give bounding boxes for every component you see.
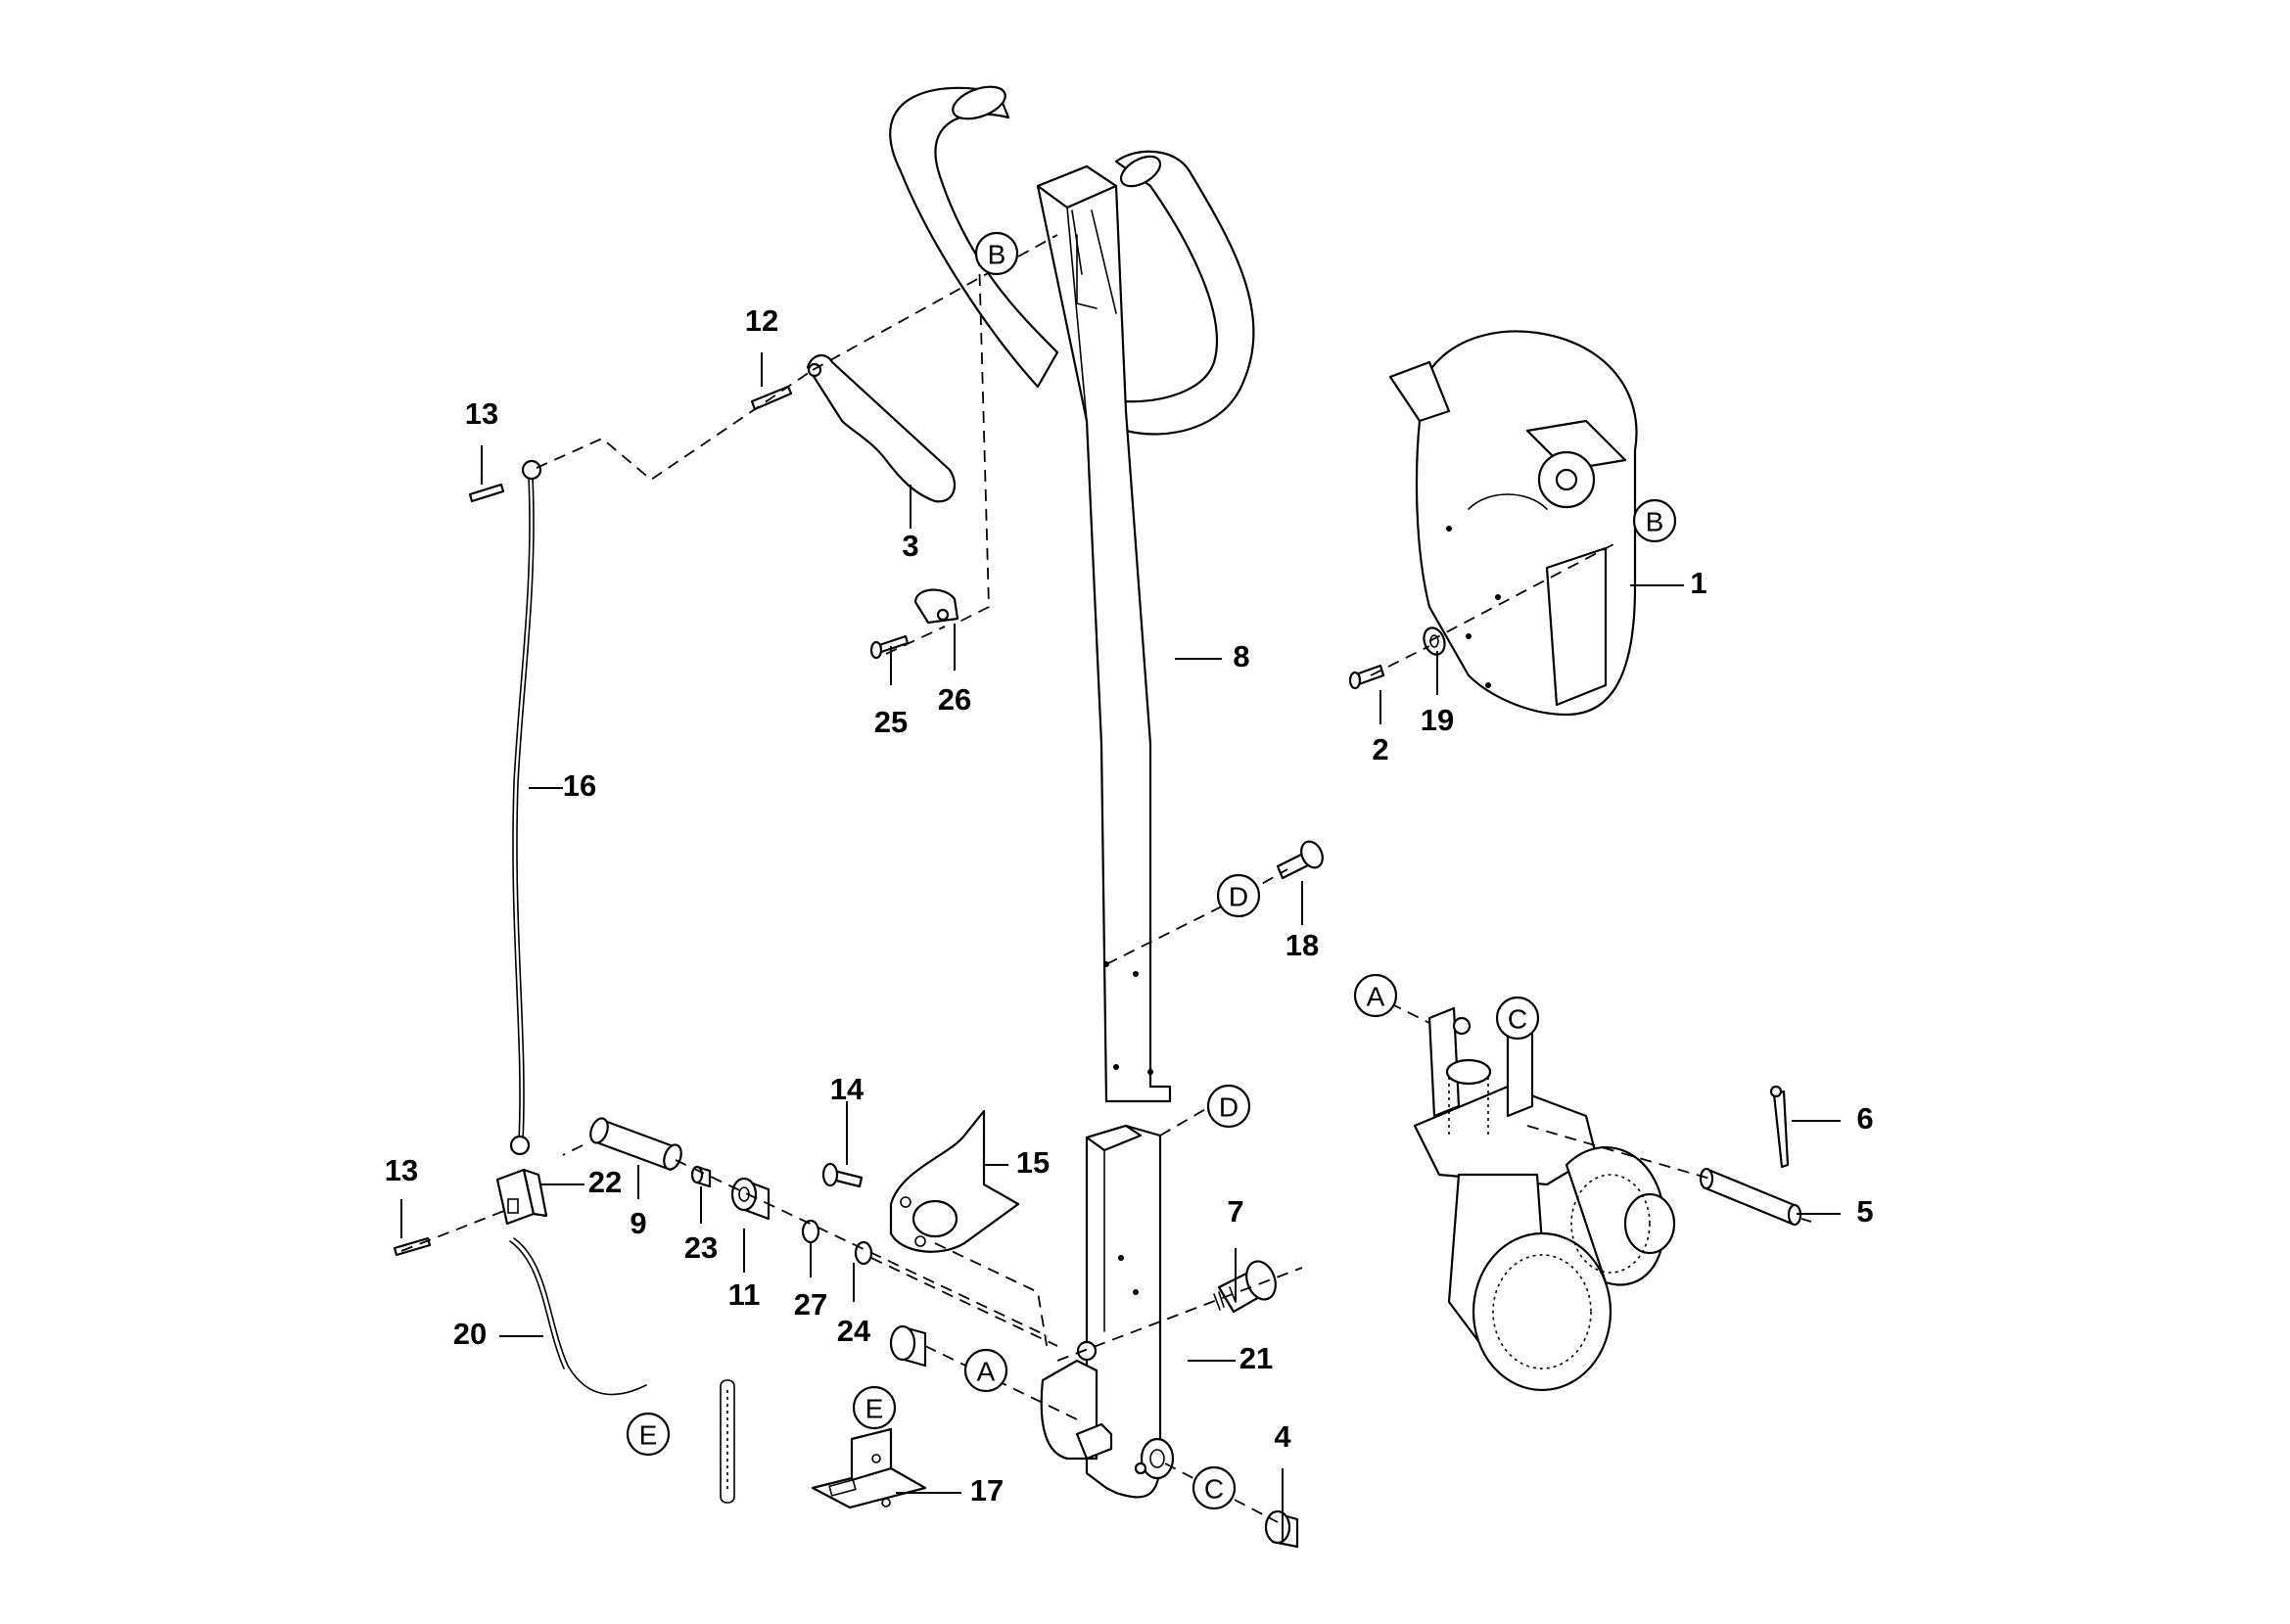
label-part-5: 5 [1856, 1194, 1873, 1229]
clamp-26 [913, 588, 959, 625]
screw-2 [1348, 664, 1385, 690]
label-part-15: 15 [1016, 1145, 1050, 1180]
part-number-labels: 1 2 3 4 5 6 7 8 9 11 12 13 13 14 15 16 1… [385, 303, 1874, 1508]
pin-9 [589, 1117, 682, 1172]
plate-17 [811, 1427, 927, 1509]
sleeve-11 [730, 1177, 771, 1221]
label-part-23: 23 [684, 1230, 718, 1265]
label-part-4: 4 [1274, 1419, 1291, 1454]
label-part-6: 6 [1856, 1101, 1873, 1136]
bolt-18 [1276, 840, 1324, 880]
handle-tube [889, 85, 1255, 436]
caster-assembly [1413, 1006, 1676, 1392]
label-part-13-bottom: 13 [385, 1153, 418, 1187]
wire-20 [509, 1237, 647, 1396]
ref-circle-e-wire: E [626, 1412, 671, 1457]
ref-letter-a: A [977, 1357, 996, 1387]
screw-25 [869, 634, 910, 660]
ref-letter-e: E [639, 1420, 658, 1451]
label-part-12: 12 [745, 303, 778, 338]
leader-lines [400, 352, 1841, 1542]
lever-3 [806, 354, 957, 503]
handle-column [1036, 164, 1172, 1103]
spacer-27 [801, 1219, 820, 1244]
label-part-27: 27 [794, 1287, 827, 1322]
label-part-20: 20 [453, 1317, 487, 1351]
label-part-13-top: 13 [465, 396, 498, 431]
label-part-7: 7 [1227, 1194, 1243, 1229]
ref-circle-b-top: B [974, 231, 1019, 276]
ref-circle-a-bottom: A [963, 1348, 1008, 1393]
bolt-7 [1213, 1260, 1277, 1314]
ref-circle-e-plate: E [852, 1385, 897, 1430]
ref-letter-e: E [865, 1394, 884, 1424]
cable-16 [509, 459, 542, 1156]
bushing [889, 1324, 927, 1368]
ref-circle-d-top: D [1216, 873, 1261, 918]
label-part-11: 11 [728, 1277, 761, 1312]
label-part-18: 18 [1285, 928, 1319, 962]
label-part-1: 1 [1690, 566, 1706, 600]
assembly-lines [400, 234, 1812, 1523]
ref-letter-d: D [1229, 882, 1248, 912]
label-part-22: 22 [588, 1165, 622, 1199]
ref-circle-c-bottom: C [1192, 1465, 1237, 1510]
ref-letter-b: B [988, 240, 1006, 270]
label-part-14: 14 [830, 1072, 865, 1106]
ref-letter-c: C [1508, 1004, 1527, 1035]
split-pin-6 [1769, 1085, 1790, 1169]
pin-13-top [468, 483, 505, 503]
strap [720, 1379, 735, 1504]
label-part-24: 24 [837, 1314, 871, 1348]
label-part-9: 9 [630, 1206, 646, 1240]
ref-letter-b: B [1646, 507, 1664, 537]
ref-circle-b-right: B [1632, 498, 1677, 543]
bracket-21 [1040, 1124, 1175, 1499]
label-part-16: 16 [563, 768, 596, 803]
label-part-19: 19 [1421, 703, 1454, 737]
axle-5 [1699, 1167, 1802, 1227]
label-part-17: 17 [970, 1473, 1004, 1508]
ref-letter-c: C [1204, 1474, 1224, 1505]
ref-letter-a: A [1367, 982, 1385, 1012]
screw-14 [821, 1162, 864, 1188]
ref-letter-d: D [1219, 1092, 1238, 1123]
ref-circle-c-right: C [1495, 996, 1540, 1041]
ref-circle-d-bottom: D [1206, 1084, 1251, 1129]
switch-22 [495, 1168, 548, 1226]
label-part-2: 2 [1372, 732, 1388, 766]
control-head-1 [1388, 330, 1638, 717]
label-part-8: 8 [1233, 639, 1249, 673]
label-part-21: 21 [1239, 1341, 1273, 1375]
label-part-26: 26 [938, 682, 971, 717]
label-part-25: 25 [874, 705, 908, 739]
ref-circle-a-right: A [1353, 973, 1398, 1018]
label-part-3: 3 [902, 529, 918, 563]
cam-15 [889, 1109, 1020, 1253]
